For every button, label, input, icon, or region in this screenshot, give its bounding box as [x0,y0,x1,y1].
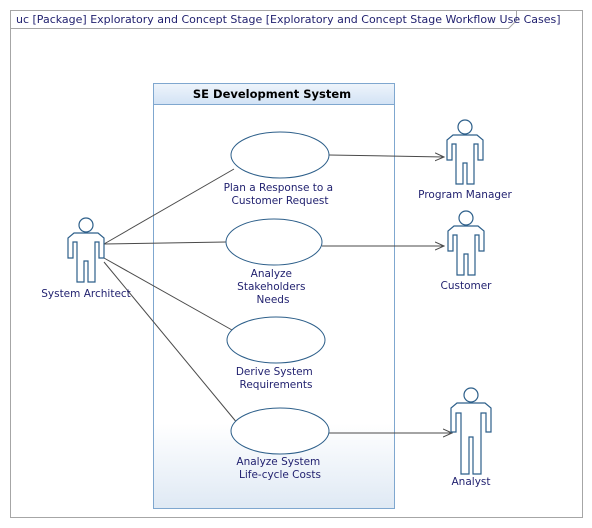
use-case-label: Analyze Stakeholders Needs [237,268,309,306]
use-case-label-line: Stakeholders [237,281,305,293]
use-case-plan-response[interactable]: Plan a Response to a Customer Request [224,131,337,207]
system-header [154,84,394,104]
use-case-label-line: Customer Request [232,195,329,207]
actor-icon [450,387,492,475]
system-title: SE Development System [193,87,351,101]
actor-system-architect[interactable]: System Architect [41,217,131,300]
use-case-ellipse[interactable] [230,407,330,455]
actor-label: Program Manager [418,189,512,201]
use-case-label-line: Analyze System [236,456,320,468]
use-case-label-line: Requirements [240,379,313,391]
use-case-ellipse[interactable] [230,131,330,179]
use-case-label-line: Life-cycle Costs [239,469,321,481]
use-case-label-line: Plan a Response to a [224,182,334,194]
use-case-label-line: Derive System [236,366,313,378]
connector-architect-uc1 [103,168,235,245]
connector-uc1-program-manager [328,155,444,157]
actor-icon [447,210,485,276]
use-case-label-line: Analyze [251,268,292,280]
use-case-ellipse[interactable] [226,316,326,364]
connector-architect-uc3 [103,257,233,331]
use-case-analyze-costs[interactable]: Analyze System Life-cycle Costs [230,407,330,481]
actor-icon [67,217,105,283]
actor-label: Analyst [452,476,491,488]
actor-customer[interactable]: Customer [440,210,492,292]
use-case-derive-requirements[interactable]: Derive System Requirements [226,316,326,391]
connector-architect-uc2 [103,241,227,245]
actor-program-manager[interactable]: Program Manager [418,119,513,201]
use-case-ellipse[interactable] [225,218,323,266]
use-case-label: Derive System Requirements [236,366,316,391]
actor-label: System Architect [41,288,131,300]
actor-label: Customer [440,280,492,292]
actor-analyst[interactable]: Analyst [450,387,492,488]
use-case-label: Analyze System Life-cycle Costs [236,456,323,481]
connector-architect-uc4 [103,261,239,425]
frame-title: uc [Package] Exploratory and Concept Sta… [16,13,561,26]
use-case-analyze-stakeholders[interactable]: Analyze Stakeholders Needs [225,218,323,306]
connectors [103,155,452,433]
actor-icon [446,119,484,185]
frame-title-tab [10,10,517,29]
use-case-label-line: Needs [257,294,290,306]
use-case-label: Plan a Response to a Customer Request [224,182,337,207]
